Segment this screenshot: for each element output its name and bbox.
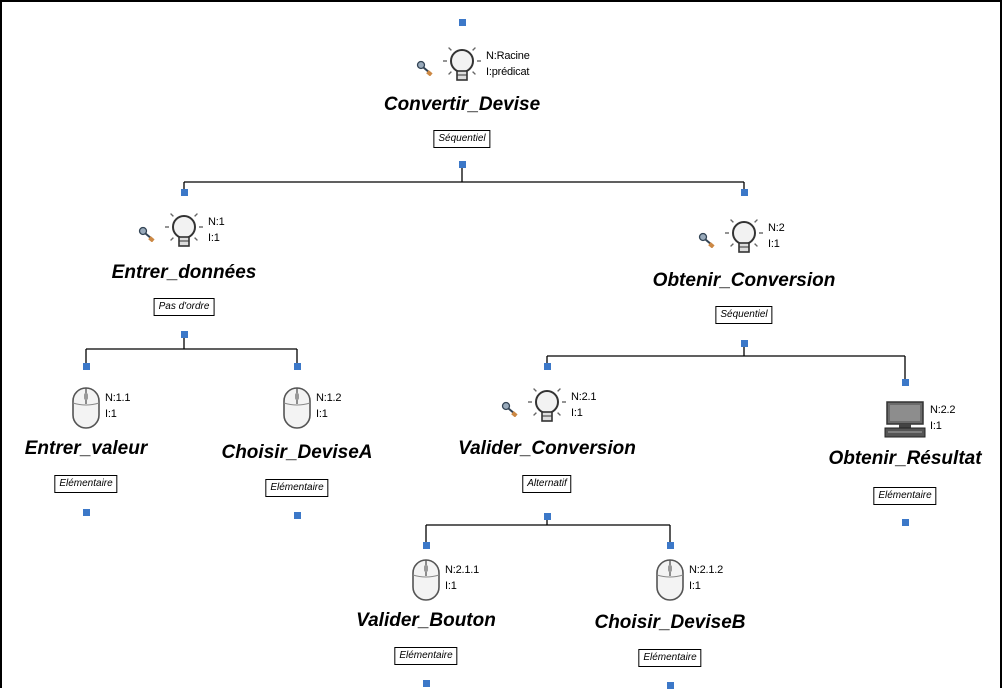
operator-box: Elémentaire <box>638 649 702 667</box>
connector-handle-bottom[interactable] <box>82 509 90 516</box>
key-icon <box>501 401 519 422</box>
connector-handle-top[interactable] <box>458 19 466 26</box>
node-title: Entrer_valeur <box>24 438 148 459</box>
mouse-icon <box>282 386 312 435</box>
operator-box: Elémentaire <box>873 487 937 505</box>
node-number: N:2.1.2 <box>689 564 724 576</box>
connector-handle-top[interactable] <box>293 363 301 370</box>
key-icon <box>698 232 716 253</box>
node-iteration: I:1 <box>689 580 701 592</box>
node-iteration: I:prédicat <box>486 66 530 78</box>
connector-handle-bottom[interactable] <box>293 512 301 519</box>
connector-handle-bottom[interactable] <box>180 331 188 338</box>
node-number: N:1.1 <box>105 392 131 404</box>
connector-handle-top[interactable] <box>180 189 188 196</box>
connector-handle-bottom[interactable] <box>543 513 551 520</box>
operator-box: Elémentaire <box>265 479 329 497</box>
node-number: N:1.2 <box>316 392 342 404</box>
node-meta: N:2 I:1 <box>768 220 785 252</box>
node-meta: N:1.2 I:1 <box>316 390 341 422</box>
node-meta: N:1.1 I:1 <box>105 390 130 422</box>
connector-handle-bottom[interactable] <box>458 161 466 168</box>
lightbulb-icon <box>442 44 482 93</box>
node-number: N:2.1 <box>571 391 597 403</box>
connector-handle-bottom[interactable] <box>666 682 674 689</box>
computer-icon <box>884 400 926 445</box>
lightbulb-icon <box>724 216 764 265</box>
node-title: Convertir_Devise <box>383 94 541 115</box>
connector-handle-top[interactable] <box>543 363 551 370</box>
node-title: Valider_Conversion <box>458 438 636 459</box>
operator-box: Séquentiel <box>715 306 773 324</box>
node-title: Obtenir_Conversion <box>652 270 836 291</box>
mouse-icon <box>71 386 101 435</box>
node-meta: N:2.1 I:1 <box>571 389 596 421</box>
operator-box: Alternatif <box>522 475 572 493</box>
connector-handle-top[interactable] <box>82 363 90 370</box>
node-title: Choisir_DeviseB <box>594 612 746 633</box>
operator-box: Elémentaire <box>394 647 458 665</box>
mouse-icon <box>411 558 441 607</box>
node-meta: N:2.2 I:1 <box>930 402 955 434</box>
node-meta: N:2.1.1 I:1 <box>445 562 479 594</box>
node-title: Valider_Bouton <box>356 610 496 631</box>
operator-box: Pas d'ordre <box>153 298 215 316</box>
node-meta: N:Racine I:prédicat <box>486 48 530 80</box>
connector-handle-top[interactable] <box>422 542 430 549</box>
lightbulb-icon <box>164 210 204 259</box>
operator-box: Elémentaire <box>54 475 118 493</box>
operator-box: Séquentiel <box>433 130 491 148</box>
node-iteration: I:1 <box>105 408 117 420</box>
node-number: N:Racine <box>486 50 530 62</box>
node-number: N:2 <box>768 222 785 234</box>
node-number: N:1 <box>208 216 225 228</box>
node-title: Choisir_DeviseA <box>221 442 373 463</box>
node-iteration: I:1 <box>208 232 220 244</box>
connector-handle-bottom[interactable] <box>740 340 748 347</box>
key-icon <box>138 226 156 247</box>
node-iteration: I:1 <box>571 407 583 419</box>
connector-handle-top[interactable] <box>740 189 748 196</box>
connector-handle-top[interactable] <box>666 542 674 549</box>
connector-handle-top[interactable] <box>901 379 909 386</box>
connector-handle-bottom[interactable] <box>422 680 430 687</box>
node-iteration: I:1 <box>768 238 780 250</box>
node-meta: N:2.1.2 I:1 <box>689 562 723 594</box>
node-title: Obtenir_Résultat <box>828 448 982 469</box>
connector-handle-bottom[interactable] <box>901 519 909 526</box>
node-iteration: I:1 <box>445 580 457 592</box>
node-number: N:2.2 <box>930 404 956 416</box>
node-number: N:2.1.1 <box>445 564 480 576</box>
key-icon <box>416 60 434 81</box>
node-title: Entrer_données <box>111 262 257 283</box>
node-iteration: I:1 <box>316 408 328 420</box>
node-meta: N:1 I:1 <box>208 214 225 246</box>
mouse-icon <box>655 558 685 607</box>
lightbulb-icon <box>527 385 567 434</box>
node-iteration: I:1 <box>930 420 942 432</box>
